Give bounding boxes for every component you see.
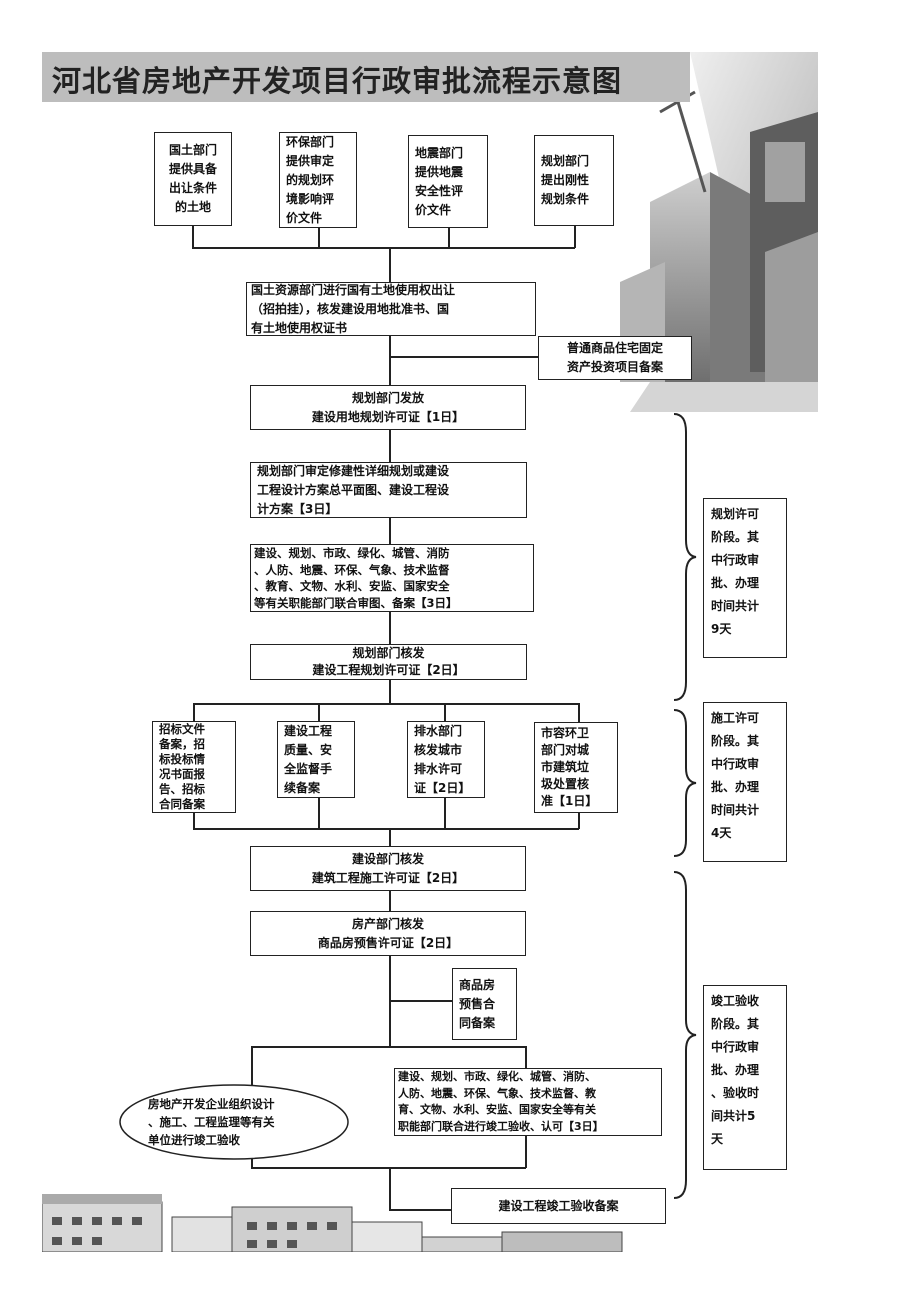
connector-line bbox=[578, 813, 580, 829]
joint-acceptance-box: 建设、规划、市政、绿化、城管、消防、 人防、地震、环保、气象、技术监督、教 育、… bbox=[394, 1068, 662, 1136]
connector-line bbox=[574, 226, 576, 248]
sanitation-approval-box: 市容环卫 部门对城 市建筑垃 圾处置核 准【1日】 bbox=[534, 722, 618, 813]
final-acceptance-record-box: 建设工程竣工验收备案 bbox=[451, 1188, 666, 1224]
presale-permit-box: 房产部门核发 商品房预售许可证【2日】 bbox=[250, 911, 526, 956]
land-dept-box: 国土部门 提供具备 出让条件 的土地 bbox=[154, 132, 232, 226]
connector-line bbox=[389, 612, 391, 644]
plan-dept-box: 规划部门 提出刚性 规划条件 bbox=[534, 135, 614, 226]
connector-line bbox=[389, 1209, 451, 1211]
land-transfer-box: 国土资源部门进行国有土地使用权出让 （招拍挂），核发建设用地批准书、国 有土地使… bbox=[246, 282, 536, 336]
drainage-permit-box: 排水部门 核发城市 排水许可 证【2日】 bbox=[407, 721, 485, 798]
connector-line bbox=[389, 336, 391, 385]
connector-line bbox=[389, 1000, 452, 1002]
connector-line bbox=[251, 1046, 526, 1048]
connector-line bbox=[389, 518, 391, 544]
connector-line bbox=[193, 703, 195, 721]
connector-line bbox=[389, 1167, 391, 1210]
connector-line bbox=[193, 828, 579, 830]
bidding-record-box: 招标文件 备案，招 标投标情 况书面报 告、招标 合同备案 bbox=[152, 721, 236, 813]
connector-line bbox=[525, 1136, 527, 1168]
title-band bbox=[42, 52, 690, 102]
connector-line bbox=[193, 703, 579, 705]
connector-line bbox=[389, 247, 391, 282]
connector-line bbox=[578, 703, 580, 722]
connector-line bbox=[444, 798, 446, 829]
page-title: 河北省房地产开发项目行政审批流程示意图 bbox=[52, 64, 623, 98]
env-dept-box: 环保部门 提供审定 的规划环 境影响评 价文件 bbox=[279, 132, 357, 228]
developer-acceptance-text: 房地产开发企业组织设计 、施工、工程监理等有关 单位进行竣工验收 bbox=[148, 1097, 275, 1147]
planning-stage-label: 规划许可 阶段。其 中行政审 批、办理 时间共计 9天 bbox=[703, 498, 787, 658]
connector-line bbox=[444, 703, 446, 721]
buildings-illustration bbox=[620, 52, 818, 412]
connector-line bbox=[389, 356, 538, 358]
connector-line bbox=[389, 828, 391, 846]
eng-plan-permit-box: 规划部门核发 建设工程规划许可证【2日】 bbox=[250, 644, 527, 680]
connector-line bbox=[251, 1167, 526, 1169]
connector-line bbox=[193, 813, 195, 829]
joint-review-box: 建设、规划、市政、绿化、城管、消防 、人防、地震、环保、气象、技术监督 、教育、… bbox=[250, 544, 534, 612]
quake-dept-box: 地震部门 提供地震 安全性评 价文件 bbox=[408, 135, 488, 228]
developer-acceptance-ellipse bbox=[119, 1084, 349, 1160]
connector-line bbox=[448, 228, 450, 248]
connector-line bbox=[389, 891, 391, 911]
completion-stage-brace bbox=[673, 871, 697, 1199]
completion-stage-label: 竣工验收 阶段。其 中行政审 批、办理 、验收时 间共计5 天 bbox=[703, 985, 787, 1170]
bottom-buildings-illustration bbox=[42, 1194, 623, 1252]
connector-line bbox=[318, 703, 320, 721]
investment-record-box: 普通商品住宅固定 资产投资项目备案 bbox=[538, 336, 692, 380]
connector-line bbox=[192, 226, 194, 248]
construction-stage-label: 施工许可 阶段。其 中行政审 批、办理 时间共计 4天 bbox=[703, 702, 787, 862]
connector-line bbox=[192, 247, 575, 249]
connector-line bbox=[389, 680, 391, 704]
connector-line bbox=[318, 228, 320, 248]
connector-line bbox=[525, 1046, 527, 1068]
plan-review-box: 规划部门审定修建性详细规划或建设 工程设计方案总平面图、建设工程设 计方案【3日… bbox=[250, 462, 527, 518]
land-plan-permit-box: 规划部门发放 建设用地规划许可证【1日】 bbox=[250, 385, 526, 430]
presale-contract-record-box: 商品房 预售合 同备案 bbox=[452, 968, 517, 1040]
construction-permit-box: 建设部门核发 建筑工程施工许可证【2日】 bbox=[250, 846, 526, 891]
planning-stage-brace bbox=[673, 413, 697, 701]
connector-line bbox=[389, 430, 391, 462]
construction-stage-brace bbox=[673, 709, 697, 857]
quality-safety-box: 建设工程 质量、安 全监督手 续备案 bbox=[277, 721, 355, 798]
connector-line bbox=[318, 798, 320, 829]
